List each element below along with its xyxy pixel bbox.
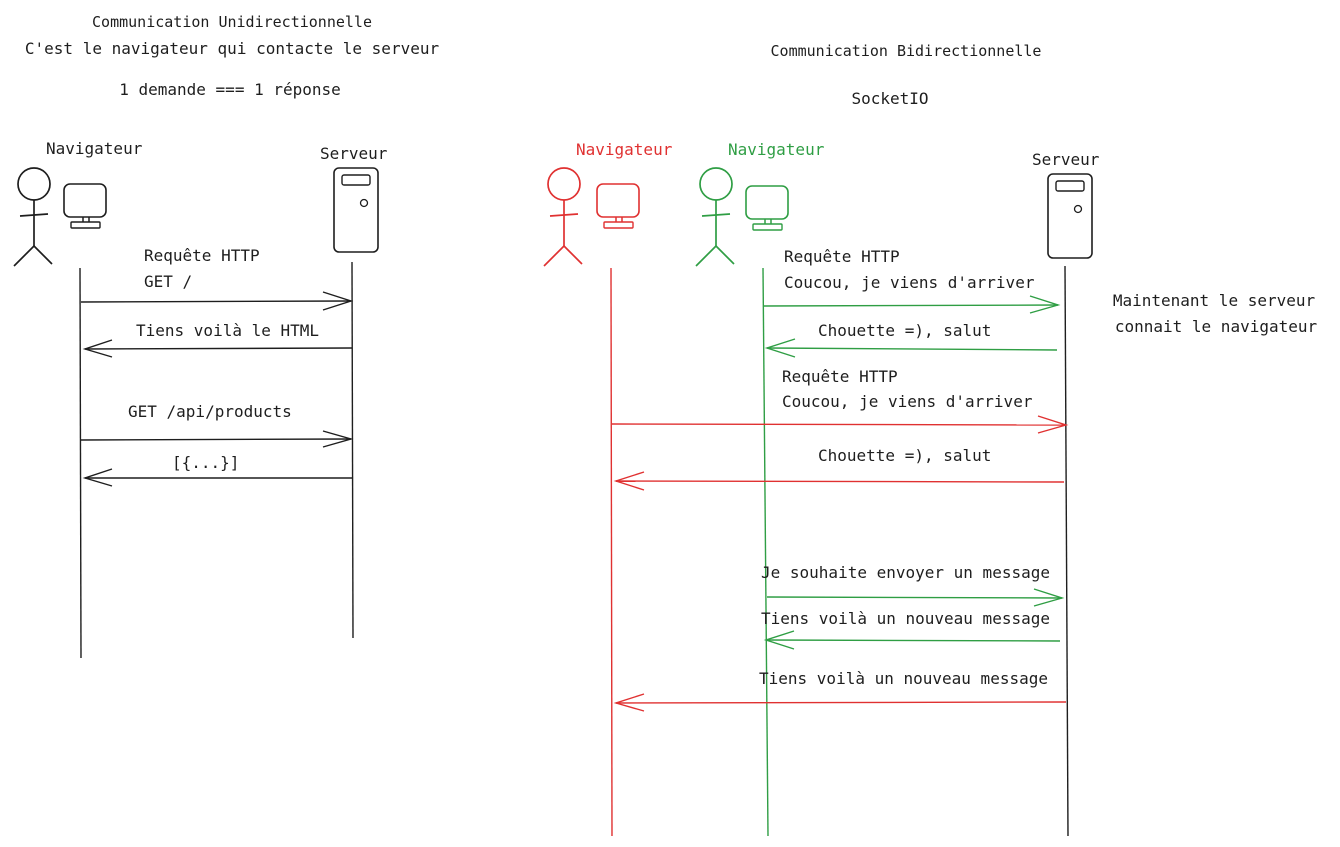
right-msg7-arrow — [613, 693, 1067, 712]
left-server-lifeline — [351, 261, 354, 639]
left-msg2-label: Tiens voilà le HTML — [136, 321, 319, 340]
server-note-line1: Maintenant le serveur — [1113, 291, 1316, 310]
right-server-label: Serveur — [1032, 150, 1100, 169]
left-title-line2: C'est le navigateur qui contacte le serv… — [25, 39, 440, 58]
left-msg1-label: Requête HTTP — [144, 246, 260, 265]
red-client-lifeline — [610, 267, 613, 837]
green-user-icon — [695, 167, 735, 267]
right-server-lifeline — [1064, 265, 1069, 837]
left-monitor-icon — [63, 183, 107, 229]
left-client-lifeline — [79, 267, 82, 659]
right-msg6-label: Tiens voilà un nouveau message — [761, 609, 1050, 628]
right-panel: Communication Bidirectionnelle SocketIO … — [543, 42, 1318, 837]
right-msg3-label: Requête HTTP — [782, 367, 898, 386]
server-note-line2: connait le navigateur — [1115, 317, 1318, 336]
left-msg1-label2: GET / — [144, 272, 192, 291]
left-msg1-arrow — [80, 291, 354, 311]
red-client-label: Navigateur — [576, 140, 673, 159]
right-msg1-arrow — [763, 295, 1061, 314]
green-client-lifeline — [762, 267, 769, 837]
left-server-label: Serveur — [320, 144, 388, 163]
right-msg3-arrow — [611, 415, 1069, 434]
right-msg2-label: Chouette =), salut — [818, 321, 991, 340]
right-msg1-label: Requête HTTP — [784, 247, 900, 266]
left-msg3-label: GET /api/products — [128, 402, 292, 421]
left-msg4-arrow — [82, 468, 352, 487]
left-user-icon — [13, 167, 53, 267]
green-monitor-icon — [745, 185, 789, 231]
right-msg3-label2: Coucou, je viens d'arriver — [782, 392, 1033, 411]
right-msg4-arrow — [613, 471, 1065, 491]
left-msg2-arrow — [82, 339, 353, 358]
right-msg6-arrow — [763, 630, 1061, 650]
right-subtitle: SocketIO — [851, 89, 928, 108]
red-user-icon — [543, 167, 583, 267]
right-title: Communication Bidirectionnelle — [771, 42, 1042, 60]
left-rule: 1 demande === 1 réponse — [119, 80, 341, 99]
left-msg3-arrow — [80, 430, 354, 448]
red-monitor-icon — [596, 183, 640, 229]
left-panel: Communication Unidirectionnelle C'est le… — [13, 13, 440, 659]
left-server-icon — [333, 167, 379, 253]
right-msg2-arrow — [764, 338, 1058, 358]
green-client-label: Navigateur — [728, 140, 825, 159]
left-client-label: Navigateur — [46, 139, 143, 158]
right-msg5-arrow — [766, 588, 1065, 607]
right-server-icon — [1047, 173, 1093, 259]
right-msg1-label2: Coucou, je viens d'arriver — [784, 273, 1035, 292]
right-msg4-label: Chouette =), salut — [818, 446, 991, 465]
right-msg5-label: Je souhaite envoyer un message — [761, 563, 1050, 582]
right-msg7-label: Tiens voilà un nouveau message — [759, 669, 1048, 688]
left-title-line1: Communication Unidirectionnelle — [92, 13, 372, 31]
left-msg4-label: [{...}] — [172, 453, 239, 472]
